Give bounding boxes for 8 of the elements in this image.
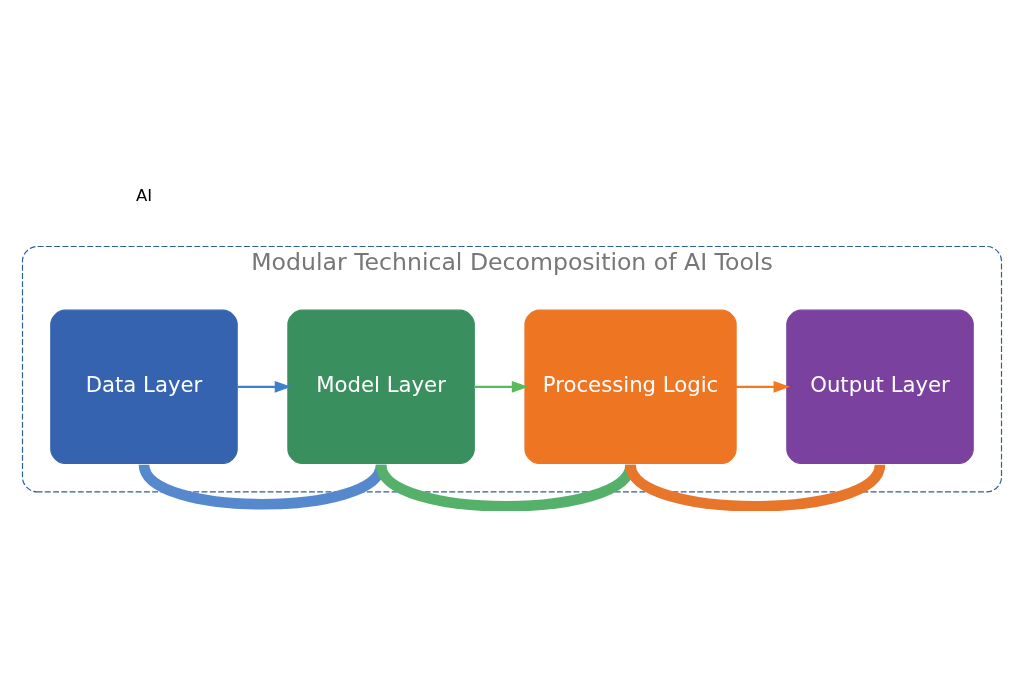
- arrow: [237, 381, 292, 393]
- node-box: Processing Logic: [524, 309, 737, 465]
- arrow: [474, 381, 529, 393]
- label: AI: [135, 186, 153, 206]
- arrow: [736, 381, 791, 393]
- node-box: Model Layer: [287, 309, 475, 465]
- node-box: Output Layer: [786, 309, 974, 465]
- node-box: Data Layer: [50, 309, 238, 465]
